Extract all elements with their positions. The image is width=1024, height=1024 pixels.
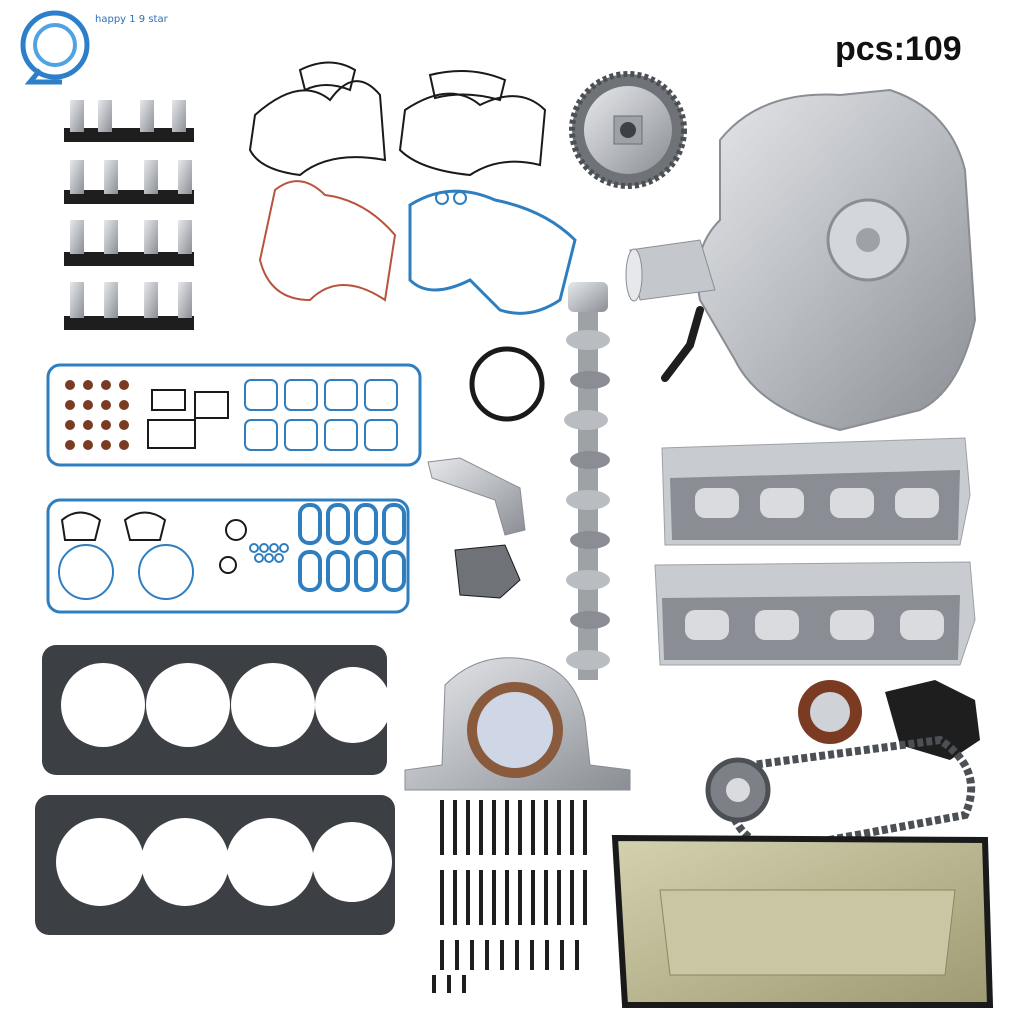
egr-gasket [454,544,521,599]
brand-logo-icon [20,10,90,85]
lifters [64,100,194,330]
water-pump [625,88,977,432]
brand-text: happy 1 9 star [95,14,168,25]
oil-pan-gasket [611,834,994,1008]
rear-main-seal [404,657,631,791]
valve-cover-gasket-set [46,363,422,467]
exhaust-manifold-gaskets [654,437,976,666]
chain-guide [427,457,526,536]
timing-cover-gaskets [248,61,577,315]
camshaft [564,282,610,680]
cam-phaser-gear [569,71,687,189]
timing-chain [705,735,976,855]
o-ring [469,346,545,422]
head-gaskets [35,645,395,935]
head-bolts [432,800,587,993]
intake-gasket-set [46,498,410,614]
front-seal-and-tensioner [798,680,980,760]
piece-count: pcs:109 [835,30,962,68]
